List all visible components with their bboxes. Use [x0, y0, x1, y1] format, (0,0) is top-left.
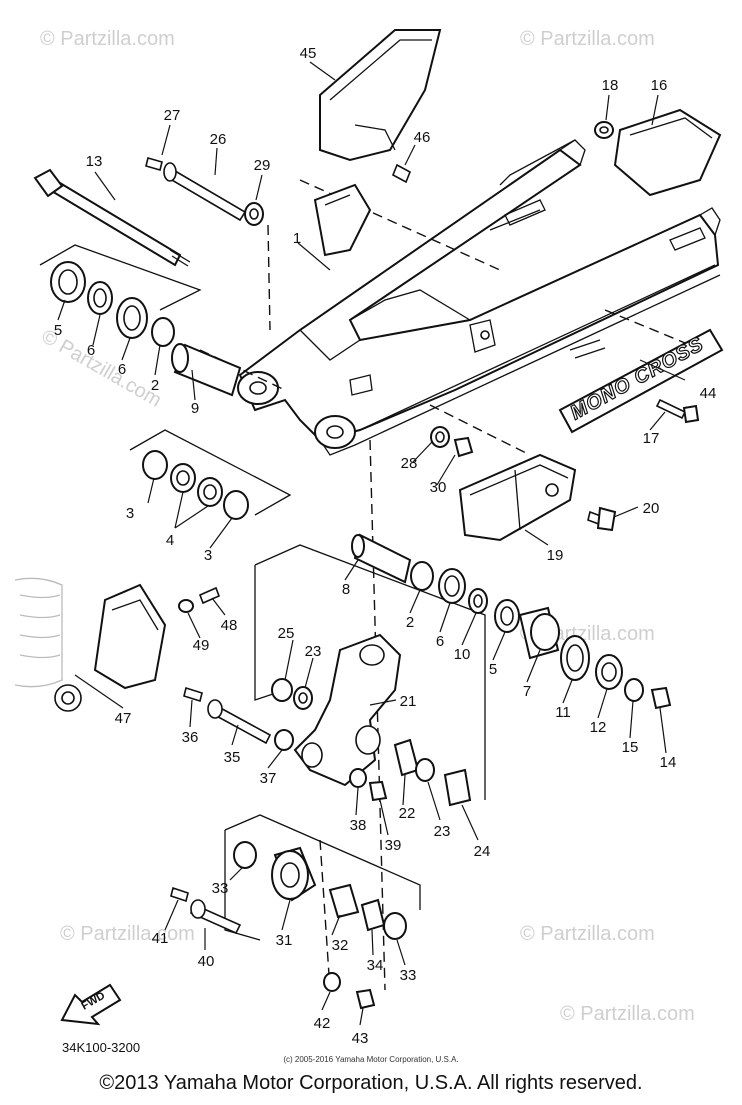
- callout-8: 8: [342, 581, 350, 598]
- callout-24: 24: [474, 843, 491, 860]
- callout-4: 4: [166, 532, 174, 549]
- callout-26: 26: [210, 131, 227, 148]
- watermark-text: © Partzilla.com: [560, 1003, 695, 1025]
- callout-36: 36: [182, 729, 199, 746]
- callout-3b: 3: [204, 547, 212, 564]
- callout-14: 14: [660, 754, 677, 771]
- bolt-35-group: [183, 686, 294, 751]
- watermarks: © Partzilla.com © Partzilla.com © Partzi…: [38, 28, 695, 1025]
- shock-absorber-drawing: [14, 577, 82, 712]
- callout-30: 30: [430, 479, 447, 496]
- swingarm-drawing: [237, 139, 721, 456]
- callout-48: 48: [221, 617, 238, 634]
- diagram-reference-code: 34K100-3200: [62, 1040, 141, 1055]
- callout-1: 1: [293, 230, 301, 247]
- copyright-notice: ©2013 Yamaha Motor Corporation, U.S.A. A…: [99, 1072, 643, 1094]
- watermark-text: © Partzilla.com: [60, 923, 195, 945]
- bearing-set-3-4: [142, 450, 249, 520]
- pivot-axle-13: [33, 168, 191, 267]
- callout-15: 15: [622, 739, 639, 756]
- link-31-group: [170, 841, 407, 1010]
- callout-28: 28: [401, 455, 418, 472]
- callout-6a-2: 6: [118, 361, 126, 378]
- callout-16: 16: [651, 77, 668, 94]
- watermark-text: © Partzilla.com: [520, 28, 655, 50]
- fwd-arrow: FWD: [60, 983, 122, 1026]
- callout-25: 25: [278, 625, 295, 642]
- callout-35: 35: [224, 749, 241, 766]
- callout-39: 39: [385, 837, 402, 854]
- callout-21: 21: [400, 693, 417, 710]
- callout-5a: 5: [54, 322, 62, 339]
- callout-27: 27: [164, 107, 181, 124]
- callout-12: 12: [590, 719, 607, 736]
- callout-37: 37: [260, 770, 277, 787]
- callout-32: 32: [332, 937, 349, 954]
- callout-3a: 3: [126, 505, 134, 522]
- callout-22: 22: [399, 805, 416, 822]
- small-copyright-notice: (c) 2005-2016 Yamaha Motor Corporation, …: [283, 1055, 459, 1064]
- callout-19: 19: [547, 547, 564, 564]
- callout-13: 13: [86, 153, 103, 170]
- callout-38: 38: [350, 817, 367, 834]
- callout-29: 29: [254, 157, 271, 174]
- callout-46: 46: [414, 129, 431, 146]
- callout-20: 20: [643, 500, 660, 517]
- leader-lines: [57, 61, 686, 1026]
- callout-33a: 33: [212, 880, 229, 897]
- chain-guide-19: [458, 453, 617, 542]
- callout-41: 41: [152, 930, 169, 947]
- callout-23b: 23: [434, 823, 451, 840]
- callout-45: 45: [300, 45, 317, 62]
- callout-43: 43: [352, 1030, 369, 1047]
- callout-6b: 6: [436, 633, 444, 650]
- callout-44: 44: [700, 385, 717, 402]
- callout-17: 17: [643, 430, 660, 447]
- watermark-text: © Partzilla.com: [520, 923, 655, 945]
- callout-47: 47: [115, 710, 132, 727]
- callout-2b: 2: [406, 614, 414, 631]
- callout-31: 31: [276, 932, 293, 949]
- watermark-text: © Partzilla.com: [40, 28, 175, 50]
- callout-34: 34: [367, 957, 384, 974]
- collar-28-nut-30: [430, 426, 474, 458]
- callout-11: 11: [555, 704, 571, 721]
- relay-arm-21: [293, 633, 402, 787]
- callout-40: 40: [198, 953, 215, 970]
- callout-33b: 33: [400, 967, 417, 984]
- callout-23a: 23: [305, 643, 322, 660]
- right-bearing-group: [351, 533, 672, 710]
- callout-9: 9: [191, 400, 199, 417]
- shaft-26-group: [145, 157, 264, 226]
- left-bearing-group: [50, 261, 242, 397]
- callout-42: 42: [314, 1015, 331, 1032]
- relay-bearing-group: [271, 678, 472, 807]
- callout-2a: 2: [151, 377, 159, 394]
- callout-6a: 6: [87, 342, 95, 359]
- chain-slider-16: [594, 108, 722, 197]
- callout-labels: 45 13 27 26 29 46 18 16 1 5 6 6 2 9 3 4 …: [54, 45, 717, 1047]
- callout-49: 49: [193, 637, 210, 654]
- callout-5b: 5: [489, 661, 497, 678]
- chain-guide-45: [313, 29, 442, 257]
- bolt-17: [655, 398, 700, 424]
- callout-10: 10: [454, 646, 471, 663]
- callout-7: 7: [523, 683, 531, 700]
- callout-18: 18: [602, 77, 619, 94]
- guard-47-group: [93, 583, 221, 690]
